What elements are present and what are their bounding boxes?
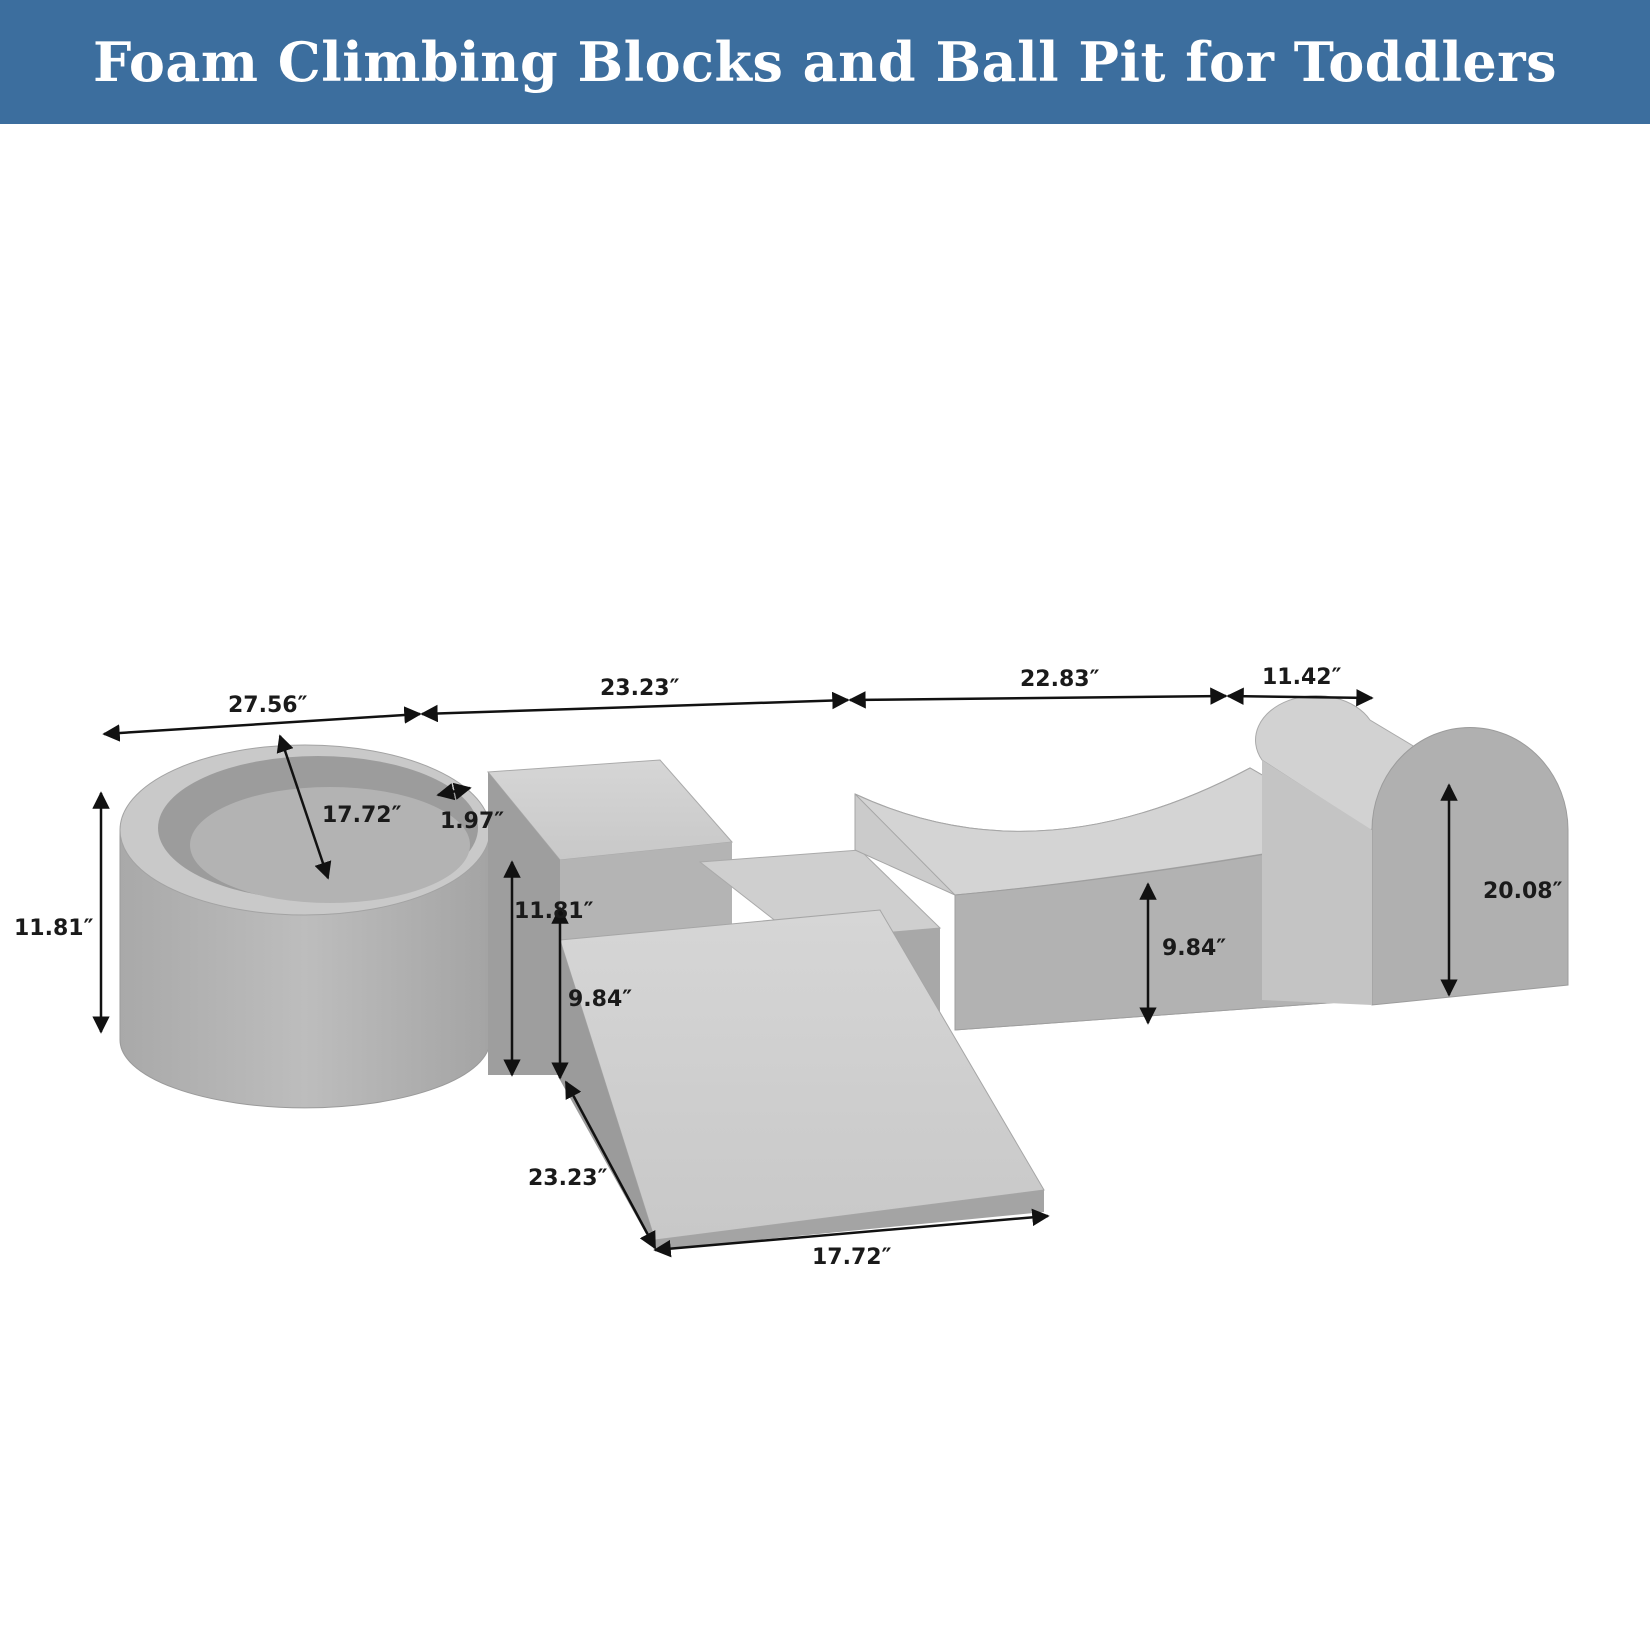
label-curve-length: 22.83″ [1020,667,1100,692]
label-pit-width: 27.56″ [228,693,308,718]
label-curve-height: 9.84″ [1162,936,1226,961]
title-banner: Foam Climbing Blocks and Ball Pit for To… [0,0,1650,124]
label-pit-height: 11.81″ [14,916,94,941]
product-illustration: 27.56″ 23.23″ 22.83″ 11.42″ 17.72″ 1.97″… [14,665,1569,1270]
label-step-length: 23.23″ [600,676,680,701]
banner-title: Foam Climbing Blocks and Ball Pit for To… [92,30,1558,94]
label-pit-wall: 1.97″ [440,809,504,834]
ball-pit [119,744,491,1109]
label-ramp-height: 9.84″ [568,987,632,1012]
label-pit-inner-diameter: 17.72″ [322,803,402,828]
label-cylinder-width: 11.42″ [1262,665,1342,690]
label-cylinder-height: 20.08″ [1483,879,1563,904]
label-ramp-width: 17.72″ [812,1245,892,1270]
half-cylinder [1255,695,1569,1006]
label-ramp-length: 23.23″ [528,1166,608,1191]
dimension-lines [92,687,1458,1258]
label-step-height: 11.81″ [514,899,594,924]
